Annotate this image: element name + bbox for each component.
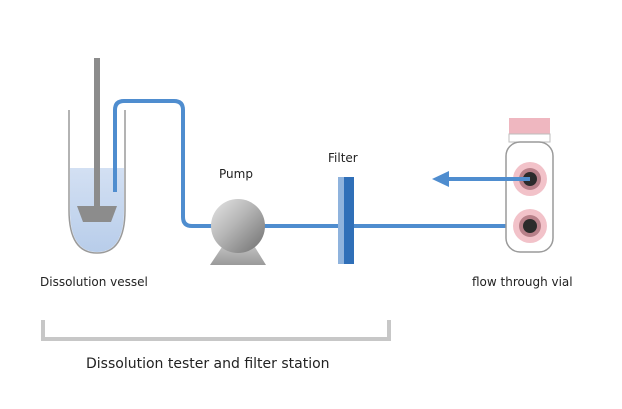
paddle-blade xyxy=(77,206,117,222)
pump-body xyxy=(211,199,265,253)
pump-label: Pump xyxy=(219,167,253,181)
vessel-outline xyxy=(68,110,126,254)
flow-through-vial-icon xyxy=(505,118,554,253)
peristaltic-pump-icon xyxy=(210,199,266,265)
vial-cap xyxy=(509,118,550,134)
flow-through-vial-label: flow through vial xyxy=(472,275,573,289)
outflow-arrow-head xyxy=(432,171,449,187)
paddle-shaft xyxy=(94,58,100,208)
vial-neck xyxy=(508,133,551,143)
sampling-tube xyxy=(113,99,212,228)
filter-membrane-icon xyxy=(338,177,354,264)
dissolution-vessel-label: Dissolution vessel xyxy=(40,275,148,289)
station-bracket xyxy=(41,320,391,341)
dissolution-vessel-icon xyxy=(68,58,126,254)
station-caption: Dissolution tester and filter station xyxy=(86,356,330,372)
filter-dark-band xyxy=(344,177,354,264)
pump-base xyxy=(210,244,266,265)
vial-inlet-port-center xyxy=(523,219,537,233)
filter-label: Filter xyxy=(328,151,358,165)
filter-light-band xyxy=(338,177,344,264)
